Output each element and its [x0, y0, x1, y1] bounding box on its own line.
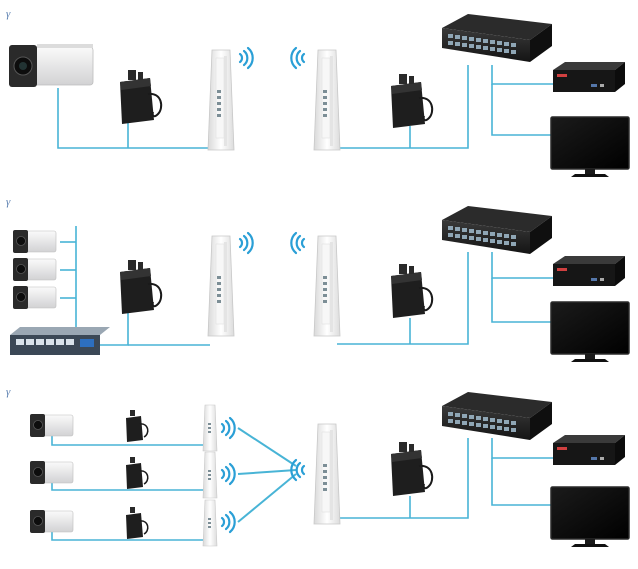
poe-injector-icon [390, 263, 434, 319]
outdoor-cpe-icon [313, 49, 341, 151]
outdoor-cpe-icon [207, 49, 235, 151]
wifi-signal-icon [238, 231, 254, 255]
bullet-camera-icon [29, 460, 74, 485]
bullet-camera-icon [12, 285, 57, 310]
poe-switch-icon [10, 327, 110, 355]
network-switch-icon [442, 14, 552, 62]
scenario-multi-camera-poe-switch [10, 206, 630, 363]
monitor-icon [550, 486, 630, 548]
row-marker-1: γ [6, 8, 11, 20]
outdoor-cpe-icon [202, 451, 218, 499]
wifi-signal-icon [220, 416, 236, 440]
row-marker-2: γ [6, 196, 11, 208]
row-marker-3: γ [6, 386, 11, 398]
poe-injector-icon [125, 409, 149, 443]
nvr-icon [553, 435, 625, 465]
bullet-camera-icon [12, 257, 57, 282]
poe-injector-icon [390, 73, 434, 129]
scenario-single-camera [8, 14, 630, 178]
outdoor-cpe-icon [202, 499, 218, 547]
wifi-signal-icon [290, 231, 306, 255]
wifi-signal-icon [290, 46, 306, 70]
bullet-camera-icon [29, 509, 74, 534]
monitor-icon [550, 116, 630, 178]
wifi-signal-icon [238, 46, 254, 70]
outdoor-cpe-icon [313, 423, 341, 525]
nvr-icon [553, 62, 625, 92]
bullet-camera-icon [29, 413, 74, 438]
scenario-point-to-multipoint [29, 392, 630, 548]
nvr-icon [553, 256, 625, 286]
outdoor-cpe-icon [313, 235, 341, 337]
poe-injector-icon [119, 69, 163, 125]
wifi-signal-icon [220, 462, 236, 486]
poe-injector-icon [390, 441, 434, 497]
bullet-camera-icon [12, 229, 57, 254]
wifi-signal-icon [220, 510, 236, 534]
poe-injector-icon [119, 259, 163, 315]
outdoor-cpe-icon [207, 235, 235, 337]
poe-injector-icon [125, 456, 149, 490]
monitor-icon [550, 301, 630, 363]
network-switch-icon [442, 392, 552, 440]
poe-injector-icon [125, 506, 149, 540]
network-switch-icon [442, 206, 552, 254]
bullet-camera-icon [8, 43, 94, 88]
outdoor-cpe-icon [202, 404, 218, 452]
